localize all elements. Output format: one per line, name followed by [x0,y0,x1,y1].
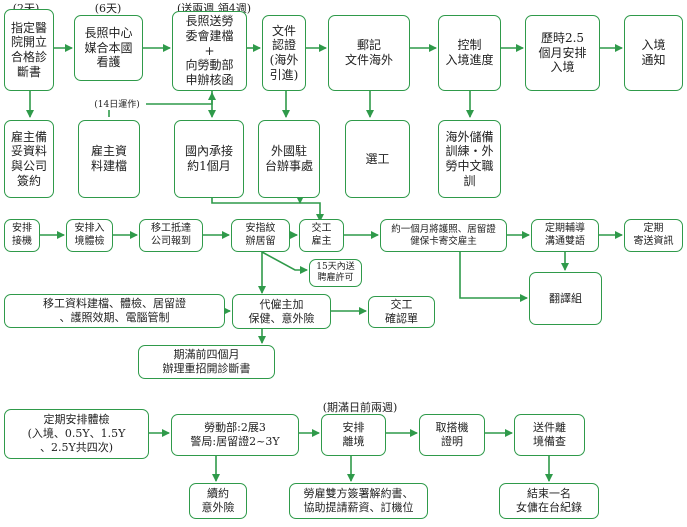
node-c9: 15天內送 聘雇許可 [309,259,362,287]
node-c7: 定期輔導 溝通雙語 [531,219,599,252]
node-d2: 勞動部:2展3 警局:居留證2~3Y [171,414,299,456]
arrow-b4-b5 [108,92,216,117]
node-b12: 海外儲備 訓練‧外 勞中文職 訓 [438,120,501,198]
duration-note-before: (期滿日前兩週) [322,401,398,414]
node-b14: 入境 通知 [624,15,683,91]
node-c12: 交工 確認單 [368,296,435,328]
node-b4: 雇主資 料建檔 [78,120,140,198]
node-c4: 安指紋 辦居留 [231,219,290,252]
node-b8: 外國駐 台辦事處 [258,120,320,198]
node-b9: 郵記 文件海外 [328,15,410,91]
duration-note-14days: (14日運作) [88,97,146,110]
node-b3: 長照中心 媒合本國 看護 [74,15,143,81]
node-d5: 勞雇雙方簽署解約書、 協助提請薪資、訂機位 [289,483,428,519]
node-c10: 移工資料建檔、體檢、居留證 、護照效期、電腦管制 [4,294,225,328]
node-d3: 續約 意外險 [189,483,247,519]
node-c6: 約一個月將護照、居留證 健保卡寄交雇主 [380,219,507,252]
node-b1: 指定醫 院開立 合格診 斷書 [4,9,54,91]
node-c14: 期滿前四個月 辦理重招開診斷書 [138,345,275,379]
node-c5: 交工 雇主 [299,219,344,252]
arrow-b6-c5 [211,198,324,222]
node-d7: 送件離 境備查 [514,414,585,456]
node-d8: 結束一名 女傭在台紀錄 [499,483,599,519]
node-b6: 國內承接 約1個月 [174,120,244,198]
node-b10: 選工 [345,120,410,198]
node-c3: 移工抵達 公司報到 [139,219,203,252]
node-d1: 定期安排體檢 (入境、0.5Y、1.5Y 、2.5Y共四次) [4,409,149,459]
node-c8: 定期 寄送資訊 [624,219,683,252]
node-c11: 代僱主加 保健、意外險 [232,294,331,329]
arrow-c4-c9 [261,251,308,274]
node-c2: 安排入 境體檢 [66,219,113,252]
node-d4: 安排 離境 [321,414,386,456]
node-d6: 取搭機 證明 [419,414,485,456]
node-b7: 文件 認證 (海外 引進) [262,15,306,91]
node-c13: 翻譯組 [529,272,602,325]
arrow-c6-c13 [459,252,528,302]
node-b2: 雇主備 妥資料 與公司 簽約 [4,120,54,198]
node-c1: 安排 接機 [4,219,40,252]
node-b5: 長照送勞 委會建檔 + 向勞動部 申辦核函 [172,11,247,91]
node-b13: 歷時2.5 個月安排 入境 [525,15,600,91]
duration-note-6days: (6天) [94,2,122,15]
node-b11: 控制 入境進度 [438,15,501,91]
